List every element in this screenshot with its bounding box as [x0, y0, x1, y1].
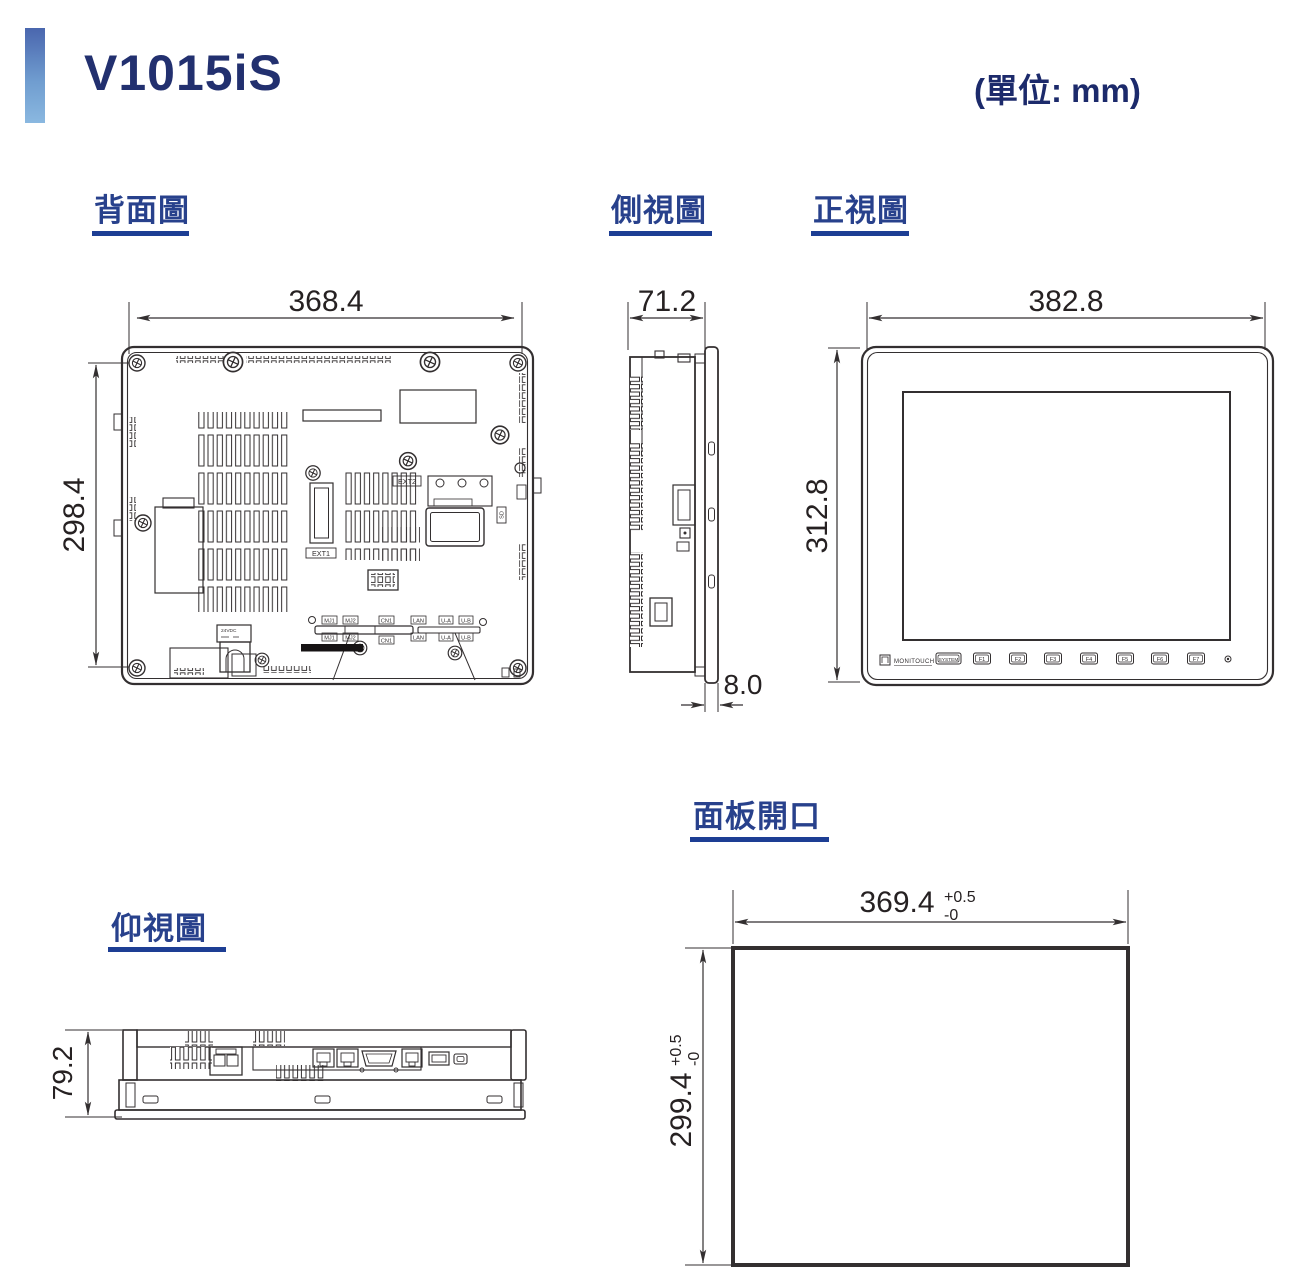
rear-label-usb-b: U-B: [461, 619, 471, 625]
view-label-rear: 背面圖: [94, 193, 190, 228]
bottom-rj45-jack-1: [312, 1048, 335, 1068]
rear-label-mj2: MJ2: [345, 619, 356, 625]
rear-port-labels-row2: MJ1 MJ2 CN1 LAN U-A U-B: [321, 632, 474, 645]
bottom-db9-connector: [359, 1050, 399, 1073]
front-key-f1: F1: [973, 652, 991, 665]
dim-side-panel-thickness-value: 8.0: [724, 669, 763, 700]
cutout-rect: [731, 946, 1130, 1267]
front-key-f7-label: F7: [1193, 657, 1200, 663]
front-key-f2-label: F2: [1015, 657, 1022, 663]
dim-cutout-width: 369.4 +0.5 -0: [732, 886, 1129, 944]
dim-rear-width-value: 368.4: [288, 285, 363, 318]
front-key-f4: F4: [1080, 652, 1098, 665]
rear-power-terminal: 24VDC: [169, 624, 257, 679]
dim-rear-height-value: 298.4: [58, 477, 91, 552]
unit-label: (單位: mm): [974, 72, 1141, 109]
rear-label-usb-a: U-A: [441, 619, 451, 625]
title-accent-bar: [25, 28, 45, 123]
bottom-device-outline: [114, 1029, 527, 1120]
dim-cutout-width-tol-plus: +0.5: [944, 889, 976, 906]
side-device-outline: [629, 350, 696, 673]
view-label-side: 側視圖: [611, 193, 707, 228]
front-key-system-label: SYSTEM: [939, 657, 959, 663]
view-label-cutout: 面板開口: [693, 799, 821, 834]
front-key-f3: F3: [1044, 652, 1062, 665]
dim-rear-height: 298.4: [58, 362, 130, 668]
front-key-f3-label: F3: [1050, 657, 1057, 663]
rear-label-lan-b: LAN: [413, 636, 424, 642]
rear-connector-row: MJ1 MJ2 CN1 LAN U-A U-B MJ1 MJ2 CN1: [301, 615, 521, 678]
dim-cutout-height-tol-plus: +0.5: [668, 1034, 685, 1066]
front-view-drawing: 382.8 312.8 MONITOUCH SYSTEM: [801, 285, 1275, 687]
dim-cutout-height-tol-minus: -0: [686, 1052, 703, 1066]
front-function-keys: SYSTEM F1 F2 F3 F4: [935, 652, 1232, 665]
rear-vent-grilles: [129, 356, 526, 675]
dim-rear-width: 368.4: [128, 285, 523, 354]
dim-side-panel-thickness: 8.0: [681, 669, 762, 712]
front-key-f6-label: F6: [1157, 657, 1164, 663]
rear-label-power: 24VDC: [221, 628, 237, 634]
view-label-front-underline: [811, 231, 909, 236]
rear-port-labels-row1: MJ1 MJ2 CN1 LAN U-A U-B: [321, 615, 474, 625]
bottom-view-drawing: 79.2: [47, 1029, 527, 1120]
rear-label-sd: SD: [500, 511, 506, 519]
dim-cutout-height-value: 299.4: [665, 1072, 698, 1147]
rear-view-drawing: 368.4 298.4: [58, 285, 542, 686]
front-key-f5: F5: [1116, 652, 1134, 665]
rear-device-outline: [113, 345, 542, 686]
view-label-rear-underline: [92, 231, 189, 236]
front-key-f1-label: F1: [979, 657, 986, 663]
front-key-f7: F7: [1187, 652, 1205, 665]
view-label-side-underline: [609, 231, 712, 236]
front-key-f2: F2: [1009, 652, 1027, 665]
page-title: V1015iS: [84, 45, 283, 101]
front-bezel-outline: [860, 345, 1275, 687]
view-label-cutout-underline: [690, 837, 829, 842]
front-key-f6: F6: [1151, 652, 1169, 665]
dim-side-depth-value: 71.2: [638, 285, 696, 318]
dim-side-depth: 71.2: [627, 285, 706, 350]
bottom-connectors: [209, 1046, 468, 1076]
side-view-drawing: 71.2: [627, 285, 762, 712]
front-screen: [902, 391, 1231, 641]
front-key-system: SYSTEM: [935, 652, 962, 665]
view-label-bottom-underline: [108, 947, 226, 952]
bottom-rj45-jack-3: [401, 1048, 423, 1068]
rear-components: EXT1 EXT2 SD: [154, 389, 527, 681]
dim-cutout-height: 299.4 +0.5 -0: [665, 947, 731, 1266]
rear-label-usb-b-b: U-B: [461, 636, 471, 642]
dim-front-height-value: 312.8: [801, 478, 834, 553]
front-key-f4-label: F4: [1086, 657, 1093, 663]
rear-label-lan: LAN: [413, 619, 424, 625]
dim-cutout-width-tol-minus: -0: [944, 907, 958, 924]
bottom-usb-a-port: [428, 1051, 450, 1066]
panel-cutout-drawing: 369.4 +0.5 -0 299.4 +0.5 -0: [665, 886, 1130, 1267]
dim-cutout-width-value: 369.4: [859, 886, 934, 919]
front-key-f5-label: F5: [1122, 657, 1129, 663]
bottom-usb-mini-port: [453, 1053, 468, 1065]
rear-label-cn1: CN1: [381, 619, 392, 625]
bottom-rj45-jack-2: [336, 1048, 359, 1068]
rear-label-mj2-b: MJ2: [345, 636, 356, 642]
front-brand-text: MONITOUCH: [894, 659, 935, 665]
rear-label-usb-a-b: U-A: [441, 636, 451, 642]
side-front-bezel: [694, 346, 719, 684]
dim-front-width: 382.8: [866, 285, 1266, 350]
dim-front-height: 312.8: [801, 347, 860, 683]
rear-label-ext1: EXT1: [312, 549, 330, 558]
rear-label-mj1-b: MJ1: [324, 636, 335, 642]
rear-label-mj1: MJ1: [324, 619, 335, 625]
view-label-bottom: 仰視圖: [111, 911, 207, 946]
rear-label-ext2: EXT2: [398, 477, 416, 486]
front-status-led: [1224, 655, 1232, 663]
dim-front-width-value: 382.8: [1028, 285, 1103, 318]
view-label-front: 正視圖: [813, 193, 909, 228]
dim-bottom-height-value: 79.2: [47, 1046, 78, 1101]
dim-bottom-height: 79.2: [47, 1029, 122, 1118]
front-brand-logo: MONITOUCH: [879, 654, 935, 666]
rear-label-cn1-b: CN1: [381, 639, 392, 645]
rear-spec-strip: [301, 644, 363, 652]
